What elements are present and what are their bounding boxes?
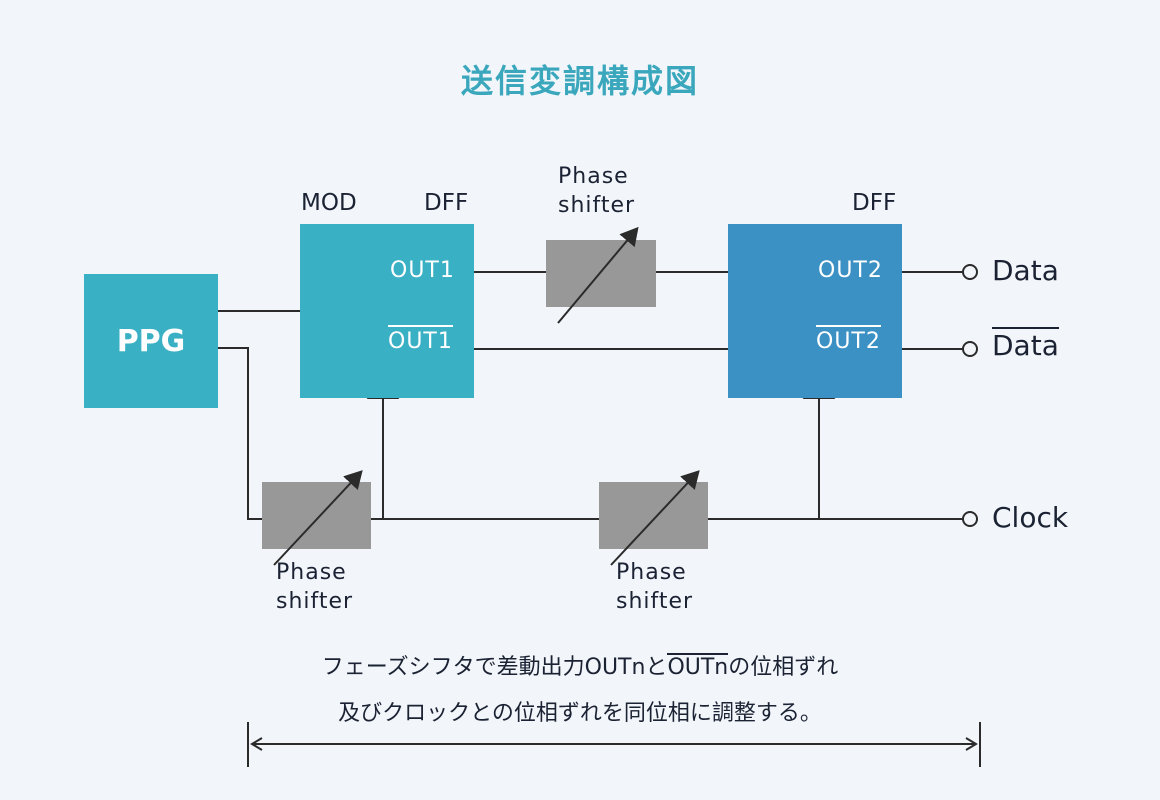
phase-shifter-bottom-right-label: Phase shifter	[616, 560, 694, 614]
out2-label: OUT2	[818, 258, 883, 283]
out1-bar-label: OUT1	[388, 325, 453, 354]
mod-label: MOD	[301, 190, 357, 216]
out2-bar-label: OUT2	[816, 325, 881, 354]
phase-shifter-bottom-right	[599, 482, 708, 549]
phase-shifter-bottom-left-label: Phase shifter	[276, 560, 354, 614]
dff2-block	[728, 224, 902, 398]
diagram-title: 送信変調構成図	[460, 62, 699, 100]
clock-terminal-label: Clock	[992, 501, 1069, 534]
out1-label: OUT1	[390, 258, 455, 283]
dff2-label: DFF	[852, 190, 897, 216]
caption-line-2: 及びクロックとの位相ずれを同位相に調整する。	[338, 701, 822, 726]
variable-arrow-icon	[557, 226, 639, 324]
terminal-databar-icon	[962, 341, 978, 357]
dff1-label: DFF	[424, 190, 469, 216]
caption-line-1: フェーズシフタで差動出力OUTnとOUTnの位相ずれ	[321, 653, 839, 680]
wire-ppg-clock	[218, 347, 262, 520]
phase-shifter-top-label: Phase shifter	[558, 164, 636, 218]
ppg-block: PPG	[84, 274, 218, 408]
data-bar-terminal-label: Data	[992, 327, 1059, 362]
terminal-data-icon	[962, 264, 978, 280]
phase-shifter-top	[546, 240, 656, 307]
phase-shifter-bottom-left	[262, 482, 371, 549]
variable-arrow-icon	[610, 470, 700, 566]
mod-dff-block	[300, 224, 474, 398]
variable-arrow-icon	[273, 470, 363, 566]
terminal-clock-icon	[962, 511, 978, 527]
data-terminal-label: Data	[992, 254, 1059, 287]
